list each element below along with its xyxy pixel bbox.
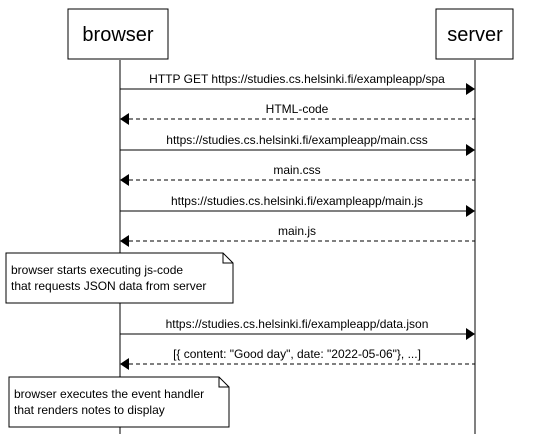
message-3: https://studies.cs.helsinki.fi/exampleap… xyxy=(120,133,475,156)
message-4-label: main.css xyxy=(273,163,320,177)
message-8: [{ content: "Good day", date: "2022-05-0… xyxy=(120,347,475,370)
participant-server-label: server xyxy=(447,24,503,46)
participant-server-box xyxy=(435,8,514,60)
note-1-box xyxy=(5,252,234,304)
message-2-label: HTML-code xyxy=(266,102,329,116)
note-1-fold xyxy=(222,253,233,264)
message-6-label: main.js xyxy=(278,224,316,238)
note-2-line-2: that renders notes to display xyxy=(14,403,165,417)
message-7: https://studies.cs.helsinki.fi/exampleap… xyxy=(120,317,475,340)
note-2-fold xyxy=(218,377,229,388)
note-2: browser executes the event handler that … xyxy=(8,376,230,428)
message-4: main.css xyxy=(120,163,475,186)
message-7-arrowhead xyxy=(466,328,475,340)
message-1-arrowhead xyxy=(466,83,475,95)
message-6-arrowhead xyxy=(120,235,129,247)
message-1-label: HTTP GET https://studies.cs.helsinki.fi/… xyxy=(149,72,445,86)
message-2-arrowhead xyxy=(120,113,129,125)
participant-browser-box xyxy=(67,8,169,60)
message-4-arrowhead xyxy=(120,174,129,186)
message-8-label: [{ content: "Good day", date: "2022-05-0… xyxy=(173,347,421,361)
note-1-line-1: browser starts executing js-code xyxy=(11,263,183,277)
note-2-line-1: browser executes the event handler xyxy=(14,387,204,401)
participant-browser-label: browser xyxy=(82,24,153,46)
message-2: HTML-code xyxy=(120,102,475,125)
message-6: main.js xyxy=(120,224,475,247)
message-7-label: https://studies.cs.helsinki.fi/exampleap… xyxy=(166,317,429,331)
message-1: HTTP GET https://studies.cs.helsinki.fi/… xyxy=(120,72,475,95)
message-5-label: https://studies.cs.helsinki.fi/exampleap… xyxy=(171,194,423,208)
participant-server: server xyxy=(435,8,514,60)
note-1-line-2: that requests JSON data from server xyxy=(11,279,206,293)
note-2-box xyxy=(8,376,230,428)
message-3-label: https://studies.cs.helsinki.fi/exampleap… xyxy=(166,133,427,147)
participant-browser: browser xyxy=(67,8,169,60)
message-5: https://studies.cs.helsinki.fi/exampleap… xyxy=(120,194,475,217)
note-1: browser starts executing js-code that re… xyxy=(5,252,234,304)
message-5-arrowhead xyxy=(466,205,475,217)
message-8-arrowhead xyxy=(120,358,129,370)
message-3-arrowhead xyxy=(466,144,475,156)
